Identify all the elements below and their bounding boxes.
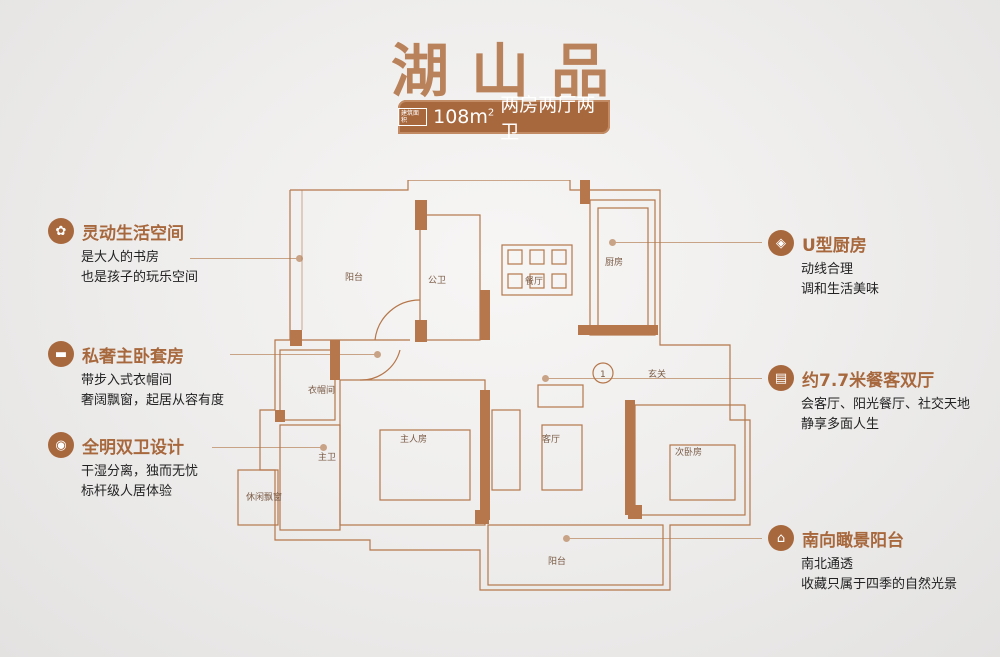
room-label-kitchen: 厨房 <box>605 256 623 268</box>
house-icon: ⌂ <box>768 525 794 551</box>
feature-dual-bath: ◉全明双卫设计 干湿分离，独而无忧标杆级人居体验 <box>48 432 198 502</box>
leader-line <box>212 444 327 451</box>
kitchen-icon: ◈ <box>768 230 794 256</box>
feature-icon: ✿ <box>48 218 74 244</box>
room-label-balcony-south: 阳台 <box>548 555 566 567</box>
bed-icon: ▬ <box>48 341 74 367</box>
room-label-closet: 衣帽间 <box>308 384 335 396</box>
room-label-bedroom2: 次卧房 <box>675 446 702 458</box>
sofa-icon: ▤ <box>768 365 794 391</box>
area-value: 108m2 <box>433 106 495 128</box>
leader-line <box>609 239 762 246</box>
unit-number: 1 <box>600 370 606 380</box>
feature-south-balcony: ⌂南向瞰景阳台 南北通透收藏只属于四季的自然光景 <box>768 525 957 595</box>
room-label-master-bath: 主卫 <box>318 451 336 463</box>
feature-living-dining: ▤约7.7米餐客双厅 会客厅、阳光餐厅、社交天地静享多面人生 <box>768 365 970 435</box>
floor-plan: 阳台 公卫 餐厅 厨房 1 玄关 衣帽间 主人房 客厅 次卧房 主卫 休闲飘窗 … <box>237 180 751 591</box>
area-badge: 建筑面积 108m2 两房两厅两卫 <box>398 94 610 143</box>
room-label-balcony-north: 阳台 <box>345 271 363 283</box>
room-label-living: 客厅 <box>542 433 560 445</box>
area-tag: 建筑面积 <box>398 108 428 126</box>
room-label-master: 主人房 <box>400 433 427 445</box>
feature-master-suite: ▬私奢主卧套房 带步入式衣帽间奢阔飘窗，起居从容有度 <box>48 341 224 411</box>
room-label-public-bath: 公卫 <box>428 275 446 286</box>
leader-line <box>563 535 762 542</box>
leader-line <box>190 255 303 262</box>
bath-icon: ◉ <box>48 432 74 458</box>
feature-flex-space: ✿灵动生活空间 是大人的书房也是孩子的玩乐空间 <box>48 218 198 288</box>
layout-text: 两房两厅两卫 <box>500 94 596 143</box>
feature-u-kitchen: ◈U型厨房 动线合理调和生活美味 <box>768 230 879 300</box>
leader-line <box>542 375 762 382</box>
room-label-dining: 餐厅 <box>525 275 543 287</box>
room-label-bay-window: 休闲飘窗 <box>246 491 282 503</box>
room-label-entry: 玄关 <box>648 368 666 380</box>
page-title: 湖山品 <box>390 37 631 105</box>
leader-line <box>230 351 381 358</box>
